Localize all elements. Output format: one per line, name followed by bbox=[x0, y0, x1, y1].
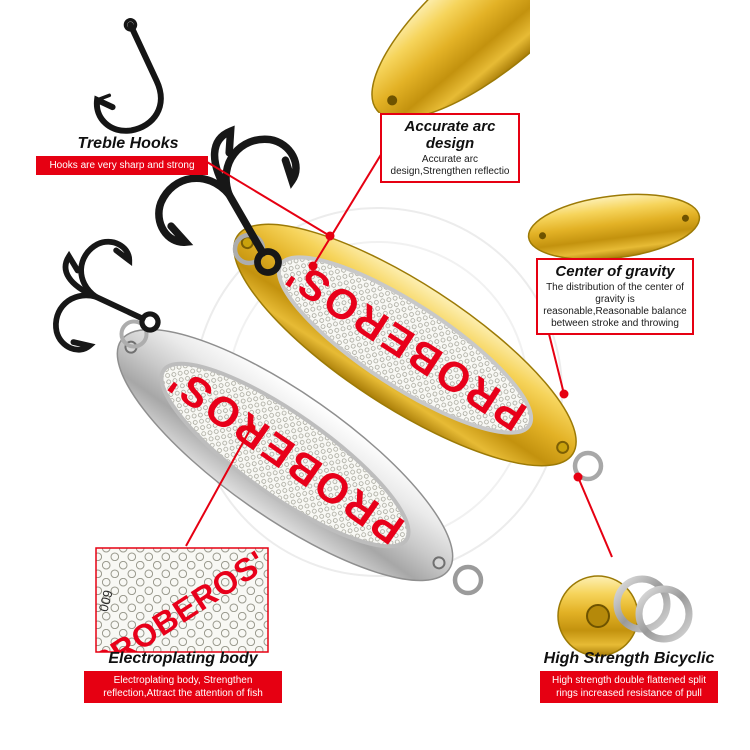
treble-hooks-title: Treble Hooks bbox=[77, 135, 179, 152]
arc-design-desc: Accurate arc design,Strengthen reflectio bbox=[390, 154, 510, 177]
gold-tail-split-ring bbox=[572, 450, 604, 482]
electroplating-photo: PROBEROS' 009 bbox=[96, 548, 268, 652]
electroplating-title: Electroplating body bbox=[108, 650, 258, 667]
bicyclic-title: High Strength Bicyclic bbox=[543, 650, 715, 667]
hook-photo bbox=[94, 18, 164, 134]
center-gravity-box: Center of gravity The distribution of th… bbox=[536, 258, 694, 335]
treble-hooks-banner: Hooks are very sharp and strong bbox=[36, 156, 208, 175]
inset-weight-mark: 009 bbox=[96, 588, 116, 613]
arc-design-photo bbox=[371, 0, 530, 113]
silver-tail-split-ring bbox=[452, 564, 484, 596]
silver-head-split-ring bbox=[119, 319, 149, 349]
center-gravity-photo bbox=[527, 193, 701, 261]
center-gravity-title: Center of gravity bbox=[555, 263, 675, 280]
electroplating-banner: Electroplating body, Strengthen reflecti… bbox=[84, 671, 282, 703]
center-gravity-desc: The distribution of the center of gravit… bbox=[543, 282, 687, 329]
arc-design-box: Accurate arc design Accurate arc design,… bbox=[380, 113, 520, 183]
inset-border bbox=[95, 547, 269, 653]
gold-spoon: PROBEROS' bbox=[233, 223, 577, 467]
connector-lines bbox=[185, 147, 613, 558]
bicyclic-banner: High strength double flattened split rin… bbox=[540, 671, 718, 703]
connector-dots bbox=[246, 231, 583, 482]
split-rings-photo bbox=[557, 575, 693, 657]
arc-design-title: Accurate arc design bbox=[404, 118, 496, 152]
